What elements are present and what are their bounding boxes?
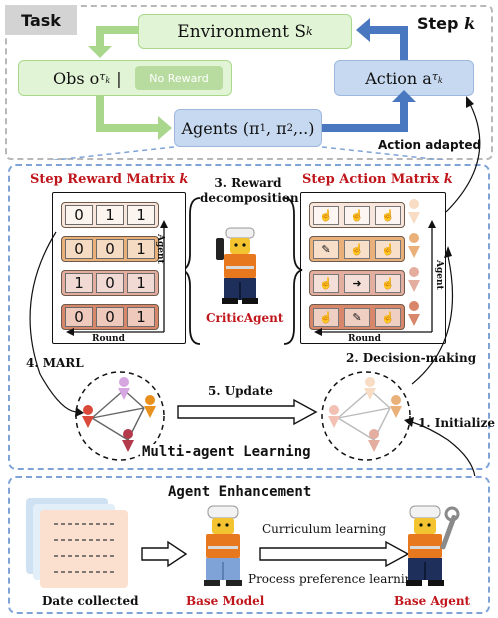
pointer-icon: ☝ [313,206,339,225]
wrench-icon [440,506,460,550]
pencil-icon: ✎ [344,308,370,327]
update-arrow [177,398,318,426]
reward-cell: 0 [65,205,93,225]
enhancement-title: Agent Enhancement [168,484,312,500]
agent-node-red [82,405,94,428]
action-round-axis-label: Round [348,334,381,344]
task-arrows [48,18,449,160]
action-to-env-arrow [368,26,408,60]
agent-node-light-2 [328,405,340,428]
learning-region [8,164,490,470]
action-axes [314,220,436,336]
pointer-icon: ☝ [344,240,370,259]
reward-decomposition-label: 3. Reward decomposition [200,176,299,205]
action-matrix: ☝ ☝ ☝ ✎ ☝ ☝ ☝ ➜ ☝ ☝ ✎ ☝ [300,192,446,344]
base-agent-figure [406,505,460,586]
agent-node-light-1 [364,377,376,400]
update-label: 5. Update [208,384,273,398]
reward-cell: 1 [127,273,155,293]
pointer-icon: ☝ [375,240,401,259]
reward-cell: 0 [96,273,124,293]
process-preference-label: Process preference learning [248,572,421,586]
reward-cell: 1 [96,205,124,225]
enter-icon: ➜ [344,274,370,293]
curriculum-arrow [259,540,410,568]
pencil-icon: ✎ [313,240,339,259]
reward-round-axis-label: Round [92,334,125,344]
pointer-icon: ☝ [375,308,401,327]
reward-matrix-title: Step Reward Matrix k [30,172,189,187]
left-brace [186,197,201,345]
critic-agent-label: CriticAgent [206,311,284,325]
agent-node-orange [144,395,156,418]
env-to-obs-arrow [96,26,138,48]
reward-cell: 1 [127,307,155,327]
pointer-icon: ☝ [313,308,339,327]
pointer-icon: ☝ [313,274,339,293]
reward-cell: 0 [96,239,124,259]
data-lines-icon [54,523,114,573]
data-to-model-arrow [141,540,188,568]
braces [186,197,303,345]
data-page-front [40,510,128,588]
initial-agents-circle [321,371,411,461]
right-brace [283,197,303,345]
base-model-figure [204,505,242,586]
obs-to-agents-arrow [96,96,160,132]
date-collected-label: Date collected [42,594,139,608]
pointer-icon: ☝ [375,206,401,225]
curriculum-label: Curriculum learning [262,522,387,536]
step-label: Step k [417,14,476,33]
reward-cell: 1 [127,205,155,225]
task-label: Task [5,5,77,35]
pointer-icon: ☝ [344,206,370,225]
multi-agent-learning-label: Multi-agent Learning [140,444,313,460]
pointer-icon: ☝ [375,274,401,293]
agents-to-action-arrow [322,100,408,132]
decision-making-label: 2. Decision-making [346,351,477,365]
task-region [5,5,493,160]
initialize-label: 1. Initialize [418,416,496,430]
agent-node-light-3 [390,395,402,418]
base-model-label: Base Model [186,594,265,608]
reward-axes [66,220,168,336]
agent-node-purple [118,377,130,400]
action-agent-axis-label: Agent [434,260,444,290]
agent-node-darkred [122,429,134,452]
reward-cell: 0 [96,307,124,327]
base-agent-label: Base Agent [394,594,471,608]
no-reward-badge: No Reward [135,66,223,90]
reward-cell: 1 [127,239,155,259]
reward-agent-axis-label: Agent [155,234,165,264]
critic-agent-figure [216,227,258,304]
action-matrix-title: Step Action Matrix k [302,172,453,187]
agent-node-light-4 [368,429,380,452]
trained-agents-circle [75,371,165,461]
